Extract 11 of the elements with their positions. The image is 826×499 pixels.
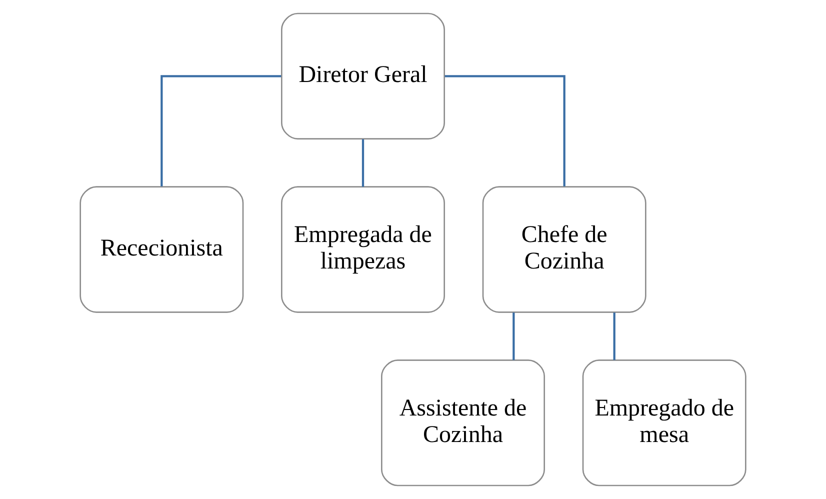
connector — [444, 75, 566, 186]
node-box: Assistente de Cozinha — [381, 360, 545, 486]
connector — [613, 312, 616, 360]
connector — [512, 312, 515, 360]
node-box: Empregada de limpezas — [281, 186, 445, 313]
node-box: Rececionista — [80, 186, 244, 313]
node-box: Diretor Geral — [281, 12, 445, 140]
connector — [160, 75, 282, 186]
node-box: Chefe de Cozinha — [482, 186, 646, 313]
connector — [362, 139, 364, 187]
node-box: Empregado de mesa — [582, 360, 746, 486]
